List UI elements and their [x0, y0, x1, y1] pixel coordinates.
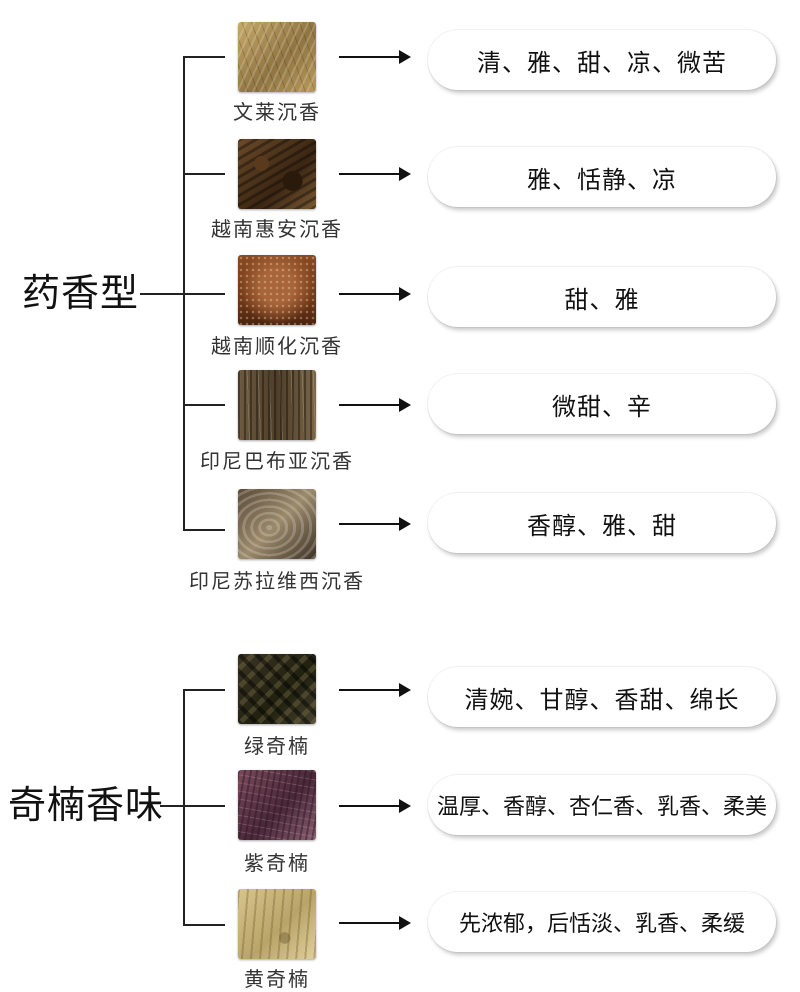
scent-notes: 香醇、雅、甜: [428, 493, 776, 553]
wood-sample-image: [238, 489, 316, 559]
arrow-icon: [339, 50, 411, 64]
branch-line: [183, 56, 225, 58]
branch-line: [183, 924, 225, 926]
wood-name: 印尼苏拉维西沉香: [189, 569, 365, 593]
arrow-icon: [339, 398, 411, 412]
wood-sample-image: [238, 255, 316, 325]
wood-name: 越南顺化沉香: [211, 334, 343, 358]
wood-sample-image: [238, 139, 316, 209]
group-label-kynam: 奇楠香味: [8, 783, 165, 827]
wood-name: 越南惠安沉香: [211, 217, 343, 241]
wood-sample-image: [238, 654, 316, 724]
branch-line: [183, 529, 225, 531]
scent-notes: 甜、雅: [428, 267, 776, 327]
arrow-icon: [339, 287, 411, 301]
group-connector: [140, 293, 184, 295]
branch-line: [183, 805, 225, 807]
group-label-medicinal: 药香型: [22, 271, 140, 315]
arrow-icon: [339, 517, 411, 531]
branch-line: [183, 173, 225, 175]
branch-line: [183, 689, 225, 691]
group-connector: [160, 805, 184, 807]
group-bracket: [183, 689, 185, 925]
wood-name: 黄奇楠: [244, 967, 310, 991]
wood-sample-image: [238, 22, 316, 92]
scent-notes: 清、雅、甜、凉、微苦: [428, 30, 776, 90]
wood-name: 绿奇楠: [244, 734, 310, 758]
arrow-icon: [339, 167, 411, 181]
branch-line: [183, 404, 225, 406]
scent-notes: 清婉、甘醇、香甜、绵长: [428, 667, 776, 727]
scent-notes: 温厚、香醇、杏仁香、乳香、柔美: [428, 775, 776, 835]
wood-sample-image: [238, 889, 316, 959]
wood-name: 印尼巴布亚沉香: [200, 449, 354, 473]
scent-notes: 先浓郁，后恬淡、乳香、柔缓: [428, 892, 776, 952]
scent-notes: 雅、恬静、凉: [428, 147, 776, 207]
arrow-icon: [339, 916, 411, 930]
wood-sample-image: [238, 770, 316, 840]
branch-line: [183, 293, 225, 295]
arrow-icon: [339, 683, 411, 697]
scent-notes: 微甜、辛: [428, 374, 776, 434]
wood-name: 文莱沉香: [233, 100, 321, 124]
wood-sample-image: [238, 370, 316, 440]
arrow-icon: [339, 799, 411, 813]
wood-name: 紫奇楠: [244, 851, 310, 875]
